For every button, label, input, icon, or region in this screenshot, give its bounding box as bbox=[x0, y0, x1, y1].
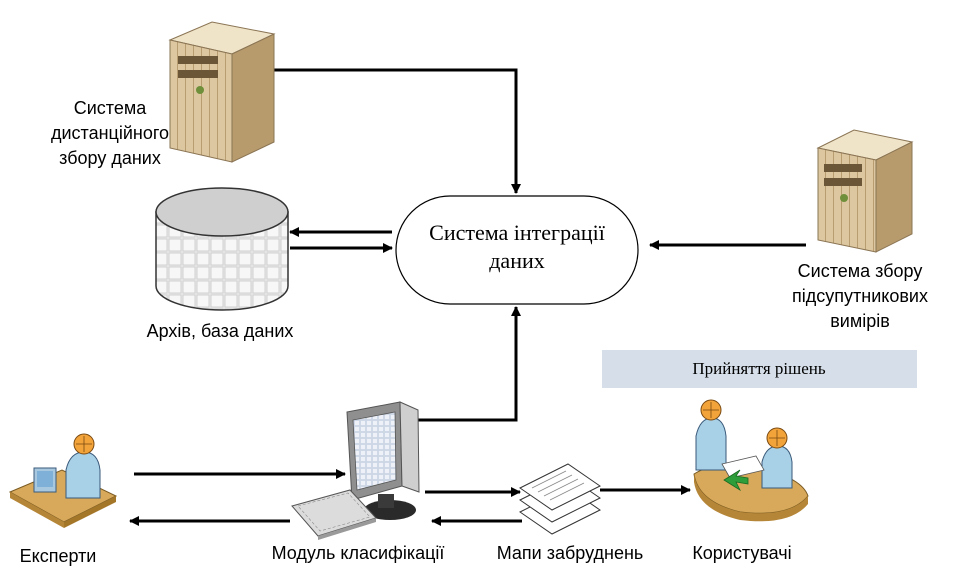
database-cylinder-icon bbox=[155, 187, 289, 311]
remote-label-line2: дистанційного bbox=[51, 123, 169, 143]
subsat-label-line1: Система збору bbox=[798, 261, 923, 281]
subsat-label-line3: вимірів bbox=[830, 311, 890, 331]
maps-label: Мапи забруднень bbox=[497, 543, 644, 563]
decisions-box: Прийняття рішень bbox=[602, 350, 917, 388]
connectors bbox=[129, 68, 806, 526]
keyboard-icon bbox=[291, 489, 377, 540]
monitor-icon bbox=[346, 401, 420, 520]
server-tower-icon bbox=[816, 129, 914, 253]
arrow-classifier-to-integration bbox=[400, 306, 521, 422]
remote-label-line1: Система bbox=[74, 98, 147, 118]
archive-label: Архів, база даних bbox=[147, 321, 294, 341]
meeting-people-icon bbox=[693, 399, 809, 522]
experts-label: Експерти bbox=[20, 546, 97, 566]
document-stack-icon bbox=[519, 463, 601, 535]
classifier-label: Модуль класифікації bbox=[272, 543, 445, 563]
integration-shape bbox=[395, 195, 639, 305]
subsat-label-line2: підсупутникових bbox=[792, 286, 928, 306]
integration-label-line2: даних bbox=[489, 248, 545, 273]
integration-node: Система інтеграції даних bbox=[395, 195, 639, 305]
person-at-computer-icon bbox=[8, 433, 118, 528]
decisions-label: Прийняття рішень bbox=[692, 359, 826, 378]
users-label: Користувачі bbox=[692, 543, 791, 563]
integration-label-line1: Система інтеграції bbox=[429, 220, 606, 245]
remote-label-line3: збору даних bbox=[59, 148, 161, 168]
server-tower-icon bbox=[168, 21, 276, 163]
arrow-remote-to-integration bbox=[270, 68, 521, 194]
